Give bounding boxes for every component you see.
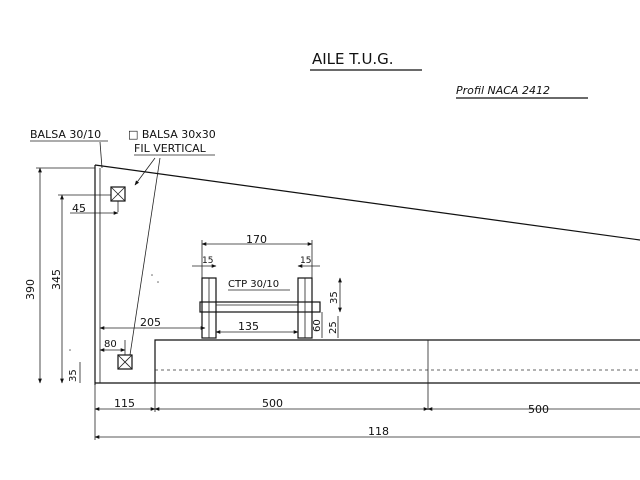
dim-45: 45 — [72, 202, 86, 215]
balsa-square-label: □ BALSA 30x30 — [128, 128, 216, 141]
balsa-square-top — [110, 186, 126, 212]
balsa-spar-label: BALSA 30/10 — [30, 128, 101, 141]
ctp-bracket — [199, 277, 321, 339]
dim-60: 60 — [312, 319, 323, 332]
scan-mark — [69, 349, 71, 351]
balsa-square-bottom — [117, 340, 133, 370]
dim-25: 25 — [328, 321, 339, 334]
fil-vertical-label: FIL VERTICAL — [134, 142, 207, 155]
dim-115: 115 — [114, 397, 135, 410]
ctp-label: CTP 30/10 — [228, 279, 279, 290]
dim-345: 345 — [50, 269, 63, 290]
wing-leading-edge — [94, 164, 640, 241]
dim-35: 35 — [68, 369, 79, 382]
dim-135: 135 — [238, 320, 259, 333]
dim-170: 170 — [246, 233, 267, 246]
dim-15a: 15 — [202, 256, 213, 266]
spar-leader — [99, 141, 103, 169]
dim-500b: 500 — [528, 403, 549, 416]
drawing-title: AILE T.U.G. — [312, 50, 394, 68]
aileron-cutout — [154, 339, 640, 383]
dim-15b: 15 — [300, 256, 311, 266]
dim-35b: 35 — [329, 291, 340, 304]
profile-label: Profil NACA 2412 — [456, 84, 550, 97]
dim-390: 390 — [24, 279, 37, 300]
dim-118: 118 — [368, 425, 389, 438]
scan-mark — [151, 274, 153, 276]
dim-500a: 500 — [262, 397, 283, 410]
dim-80: 80 — [104, 339, 117, 350]
scan-mark — [157, 281, 159, 283]
fil-leader-bottom — [129, 157, 161, 356]
dim-205: 205 — [140, 316, 161, 329]
